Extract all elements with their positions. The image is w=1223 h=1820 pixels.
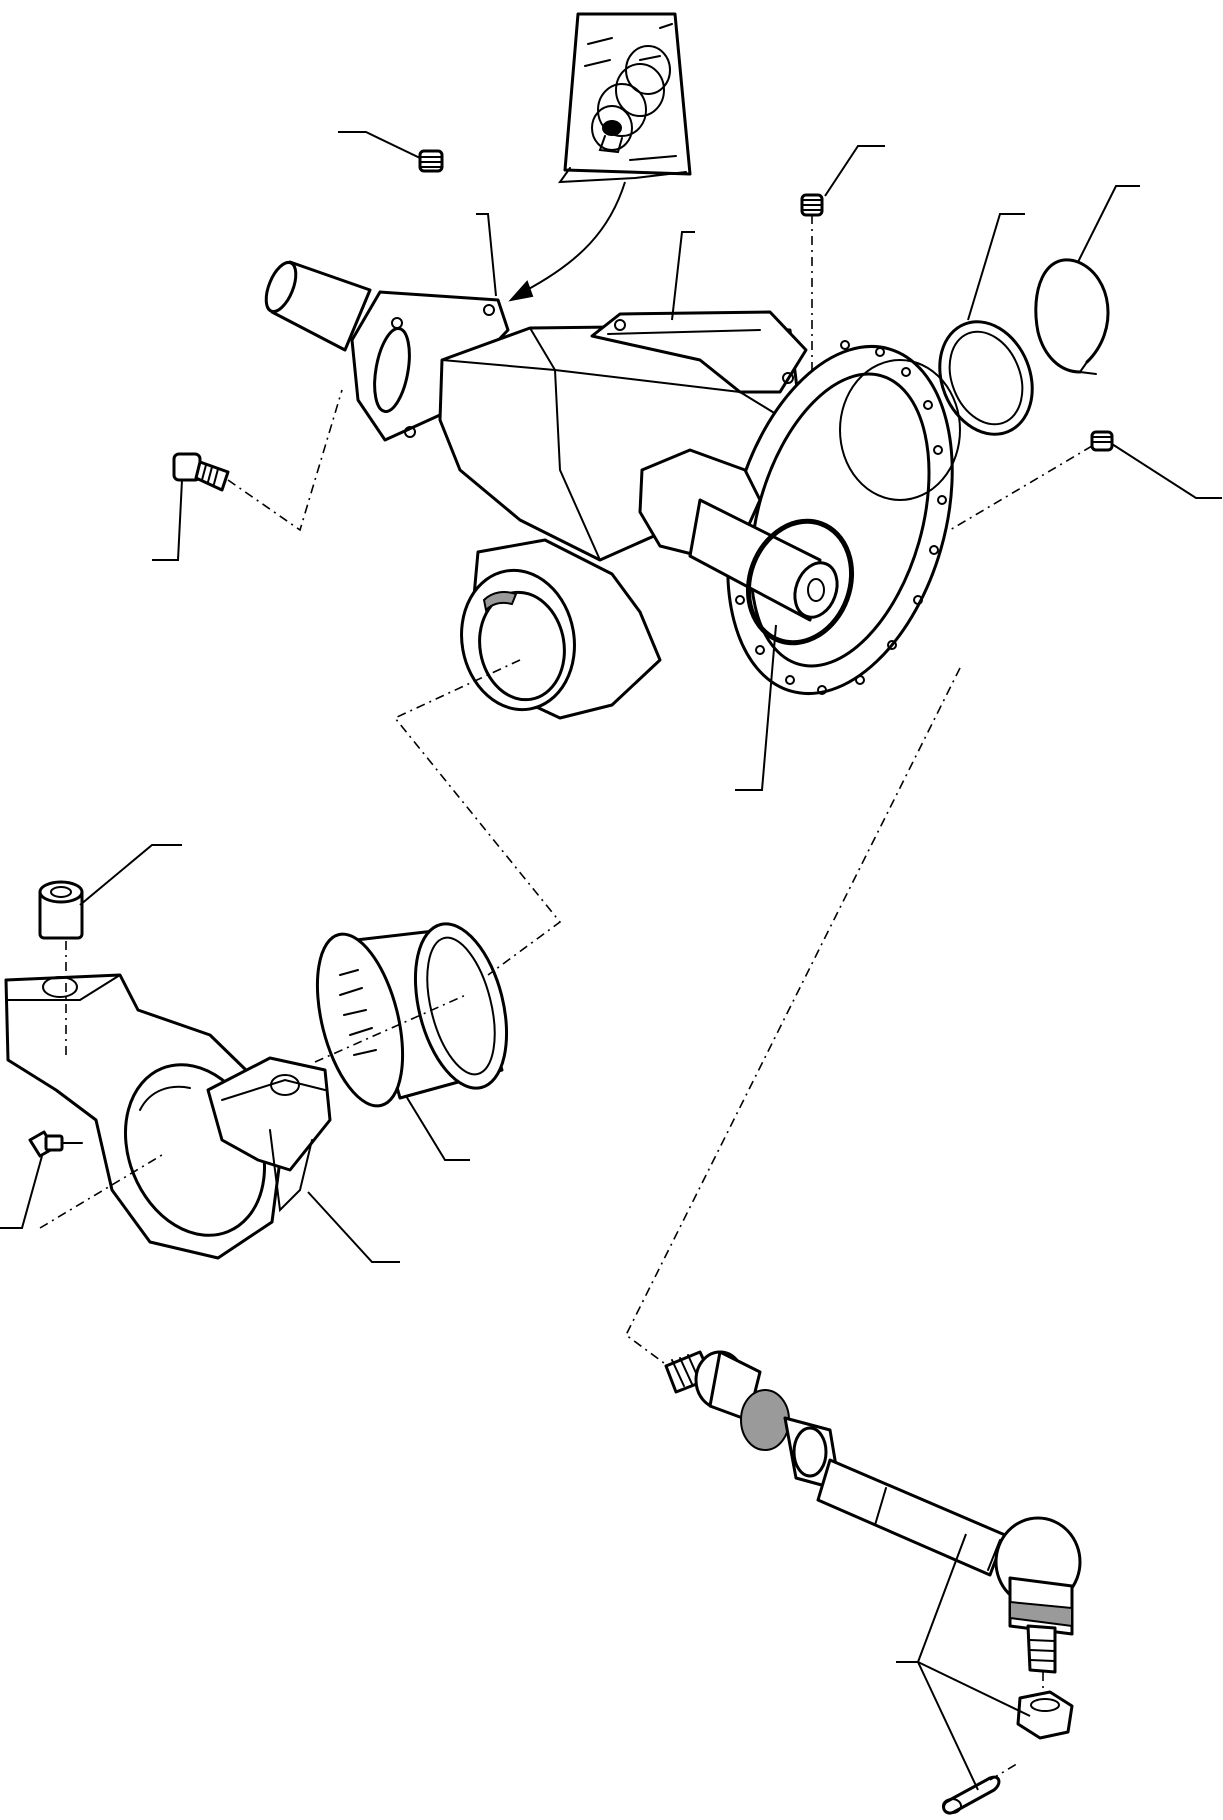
grease-nipple-icon — [418, 149, 444, 173]
flanged-bushing-icon — [315, 922, 509, 1108]
cotter-pin-icon — [942, 1775, 1001, 1815]
grease-nipple-icon — [1090, 430, 1114, 452]
castle-nut-icon — [1016, 1690, 1074, 1740]
tie-rod-icon — [664, 1350, 1082, 1674]
retaining-ring-icon — [938, 320, 1034, 436]
bolt-icon — [28, 1130, 83, 1158]
o-ring-icon — [745, 518, 855, 646]
axle-housing-icon — [264, 260, 961, 720]
grease-nipple-icon — [800, 193, 824, 217]
seal-kit-icon — [557, 12, 692, 184]
snap-ring-icon — [1034, 258, 1110, 375]
bolt-icon — [172, 452, 230, 492]
bracket-bushing-icon — [38, 880, 84, 940]
pivot-bracket-icon — [4, 973, 332, 1260]
